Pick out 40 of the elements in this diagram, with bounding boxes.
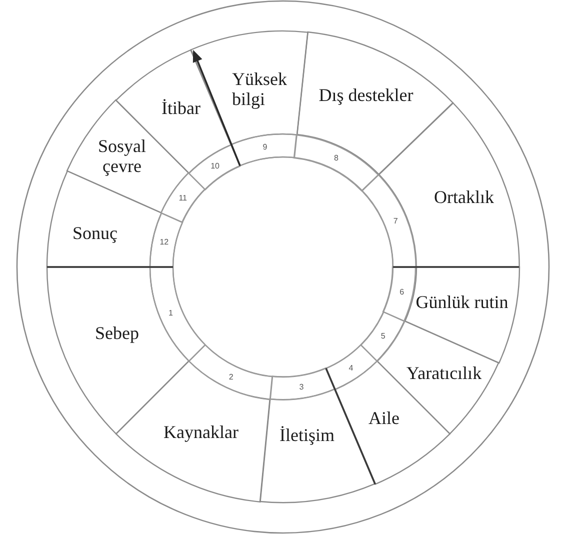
segment-label: Günlük rutin [416,292,508,312]
segment-number: 10 [210,162,220,171]
segment-label: İtibar [162,98,200,118]
number-cell [160,172,206,224]
wheel-segment [378,102,520,268]
number-cell [360,310,406,362]
segment-number: 6 [400,288,404,297]
number-cell [361,174,417,268]
wheel-segment [115,360,272,503]
wheel-segment [404,266,520,364]
segment-number: 5 [380,331,386,340]
number-cell [149,212,184,268]
segment-number: 3 [299,382,304,392]
center-circle [172,156,394,378]
segment-number: 7 [393,216,398,226]
wheel-segment [296,31,454,176]
segment-number: 9 [262,142,268,152]
segment-label: İletişim [279,424,334,445]
arrow [192,50,241,166]
number-cell [324,344,378,390]
segment-label: Ortaklık [434,186,494,207]
segment-label: Sosyal çevre [96,136,147,176]
segment-number: 8 [334,153,338,162]
segment-label: Yüksek bilgi [232,68,288,109]
segment-number: 2 [228,372,234,382]
segment-label: Aile [368,408,400,428]
segment-label: Kaynaklar [164,422,238,442]
number-cell [269,367,336,401]
number-cell [382,266,417,322]
segment-number: 12 [160,237,169,246]
number-cell [293,134,380,192]
segment-label: Sonuç [72,222,118,243]
segment-number: 11 [178,194,187,203]
number-cell [188,144,242,190]
segment-label: Sebep [95,323,139,343]
segment-label: Yaratıcılık [406,362,482,383]
segment-label: Dış destekler [318,84,414,105]
number-cell [188,344,274,400]
segment-number: 4 [348,363,354,372]
segment-number: 1 [168,308,173,318]
